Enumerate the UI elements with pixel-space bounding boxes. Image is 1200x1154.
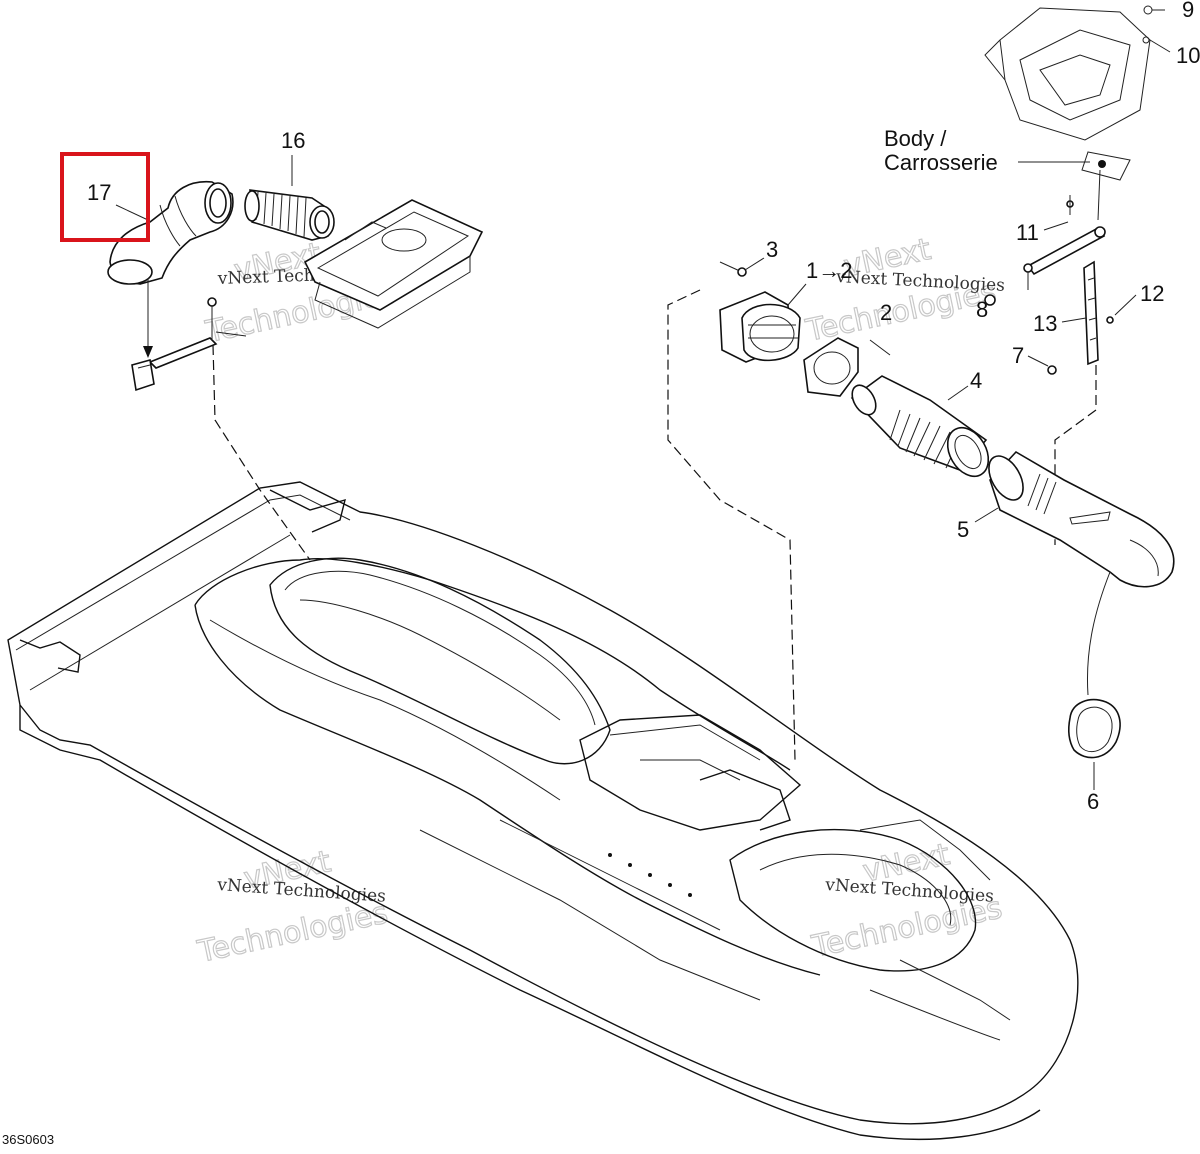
- leader-5: [974, 507, 999, 523]
- callout-6: 6: [1087, 789, 1099, 814]
- part-17-bracket[interactable]: [148, 297, 218, 369]
- part-11-bracket[interactable]: [1026, 195, 1106, 276]
- callout-11: 11: [1016, 220, 1039, 245]
- part-5-elbow-tube[interactable]: [982, 450, 1175, 588]
- callout-2: 2: [880, 300, 892, 325]
- callout-12: 12: [1140, 281, 1164, 306]
- dashed-guide-center: [667, 289, 796, 761]
- callout-3: 3: [766, 237, 778, 262]
- leader-5-to-6: [1087, 571, 1111, 696]
- part-8-bolt[interactable]: [984, 263, 1033, 306]
- part-15-elbow-hose[interactable]: [107, 181, 234, 285]
- leader-1: [787, 283, 807, 306]
- callout-13: 13: [1033, 311, 1057, 336]
- callout-9: 9: [1182, 0, 1194, 22]
- body-label-line2: Carrosserie: [884, 150, 998, 175]
- inlet-tray: [303, 199, 484, 329]
- leader-3: [744, 257, 765, 271]
- leader-11: [1043, 221, 1069, 231]
- callout-4: 4: [970, 368, 982, 393]
- leader-7: [1027, 355, 1049, 367]
- leader-17: [215, 331, 247, 337]
- body-label-line1: Body /: [884, 126, 947, 151]
- part-4-bellows[interactable]: [847, 375, 996, 484]
- leader-4: [947, 385, 969, 401]
- leader-13: [1061, 317, 1087, 323]
- callout-8: 8: [976, 297, 988, 322]
- leader-2: [869, 339, 891, 356]
- callout-5: 5: [957, 517, 969, 542]
- leader-15: [115, 204, 149, 221]
- part-2-gasket[interactable]: [803, 337, 859, 397]
- watercraft-body: [7, 481, 1079, 1141]
- highlight-box-part-15: [60, 152, 150, 242]
- leader-body-down: [1097, 169, 1101, 221]
- part-7-screw[interactable]: [1047, 365, 1057, 375]
- part-14-bellows[interactable]: [244, 189, 335, 241]
- engine-body-assembly: [984, 5, 1153, 181]
- part-1-flange[interactable]: [719, 291, 801, 363]
- callout-14: 16: [281, 128, 305, 153]
- callout-1-to-2: 1→2: [806, 258, 852, 283]
- callout-15: 17: [87, 180, 111, 205]
- part-13-strap[interactable]: [1083, 260, 1099, 366]
- part-3-screw[interactable]: [719, 261, 747, 277]
- leader-10: [1149, 39, 1171, 53]
- part-12-screw[interactable]: [1106, 316, 1114, 324]
- callout-7: 7: [1012, 343, 1024, 368]
- dashed-guide-left: [212, 344, 311, 561]
- dashed-guide-right: [1054, 365, 1097, 545]
- part-16-clip[interactable]: [131, 358, 155, 392]
- leader-12: [1114, 294, 1137, 316]
- callout-10: 10: [1176, 43, 1200, 68]
- arrow-head-16: [143, 346, 153, 358]
- figure-code: 36S0603: [2, 1132, 54, 1147]
- part-6-ring[interactable]: [1068, 698, 1121, 759]
